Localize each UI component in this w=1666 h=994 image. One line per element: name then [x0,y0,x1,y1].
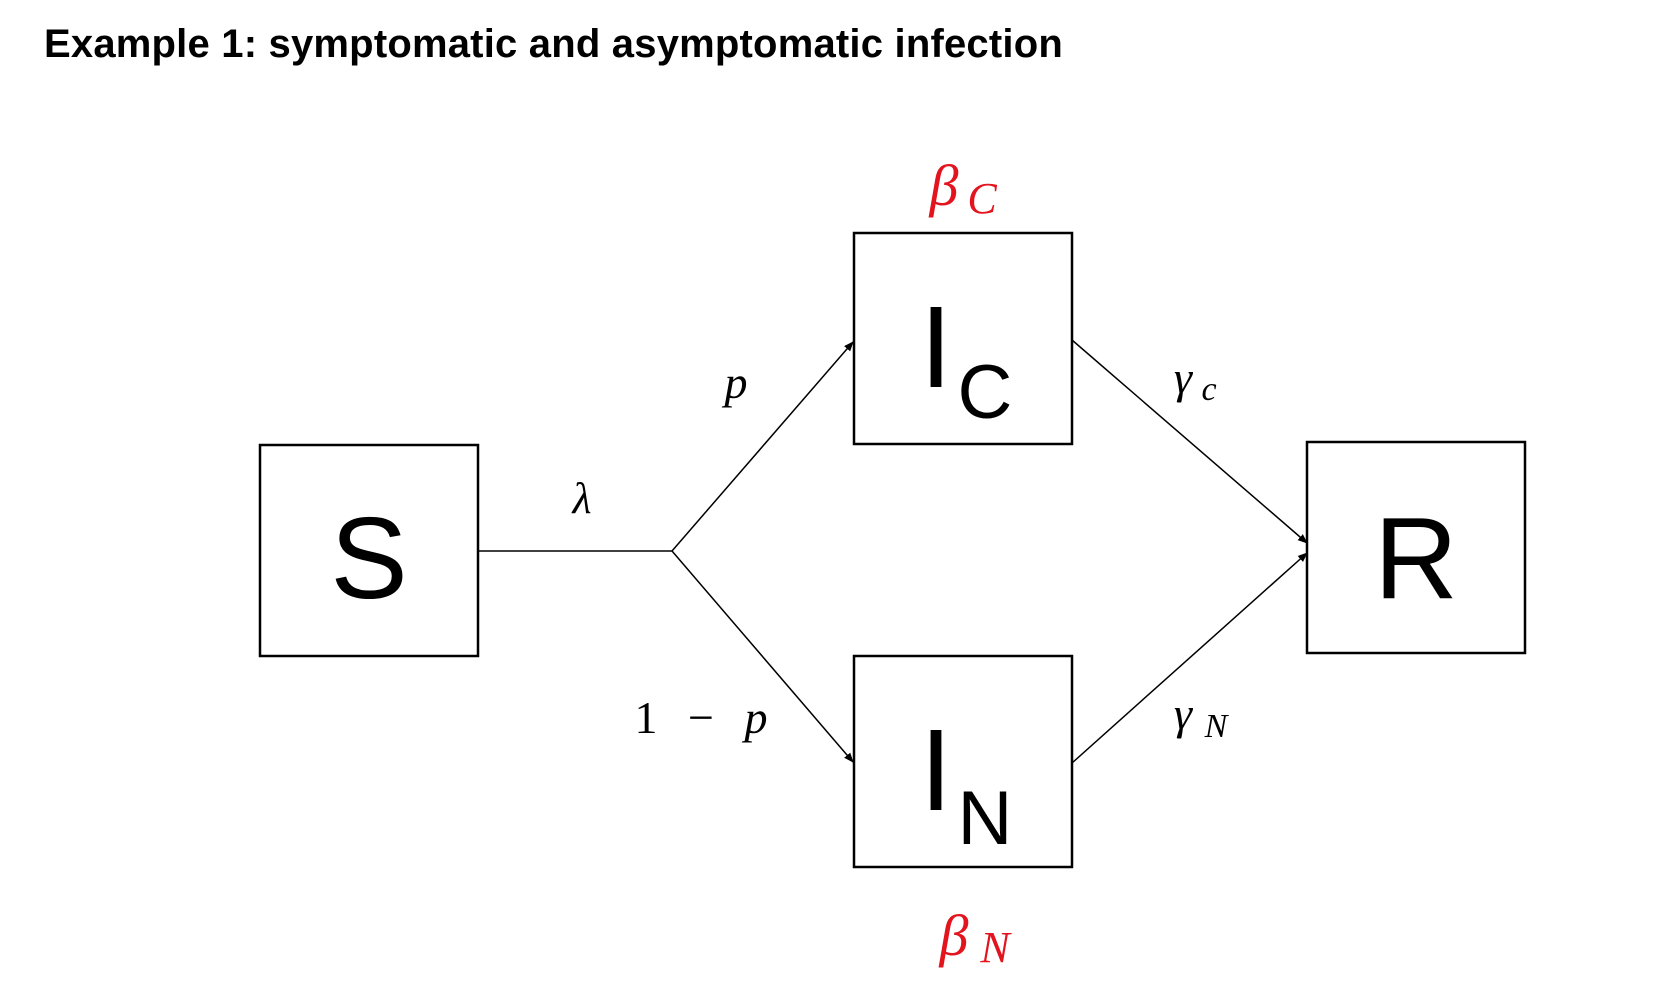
transmission-beta-n-symbol: β [939,903,969,968]
rate-gamma-c-subscript: c [1201,371,1216,408]
diagram-title: Example 1: symptomatic and asymptomatic … [44,22,1063,66]
rate-one-minus-p: 1 − p [635,692,768,743]
edge-ic-to-r [1071,339,1308,544]
edge-split-to-ic [671,341,854,552]
edge-split-to-in [671,550,854,763]
compartment-in-subscript: N [958,776,1013,861]
rate-p-second: p [742,692,768,743]
transmission-beta-c: β C [929,153,998,223]
rate-gamma-n: γ N [1174,688,1230,745]
edge-in-to-r [1071,552,1308,764]
compartment-ic-label: I [920,282,952,412]
rate-one: 1 [635,692,658,743]
compartment-s-label: S [330,493,407,623]
compartment-r: R [1305,440,1527,655]
transmission-beta-n-subscript: N [979,923,1012,972]
compartment-s: S [258,443,480,658]
compartment-in: I N [852,654,1074,869]
compartment-r-label: R [1374,493,1458,623]
transmission-beta-c-subscript: C [967,174,997,223]
rate-gamma-c: γ c [1174,352,1217,408]
compartment-ic: I C [852,231,1074,446]
rate-p: p [722,357,748,408]
rate-lambda: λ [570,474,591,523]
rate-minus: − [688,692,714,743]
rate-gamma-n-symbol: γ [1174,688,1194,739]
compartment-ic-subscript: C [958,350,1013,435]
transmission-beta-n: β N [939,903,1013,972]
compartment-in-label: I [920,705,952,835]
transmission-beta-c-symbol: β [929,153,959,218]
rate-gamma-c-symbol: γ [1174,352,1194,403]
rate-gamma-n-subscript: N [1204,708,1230,745]
